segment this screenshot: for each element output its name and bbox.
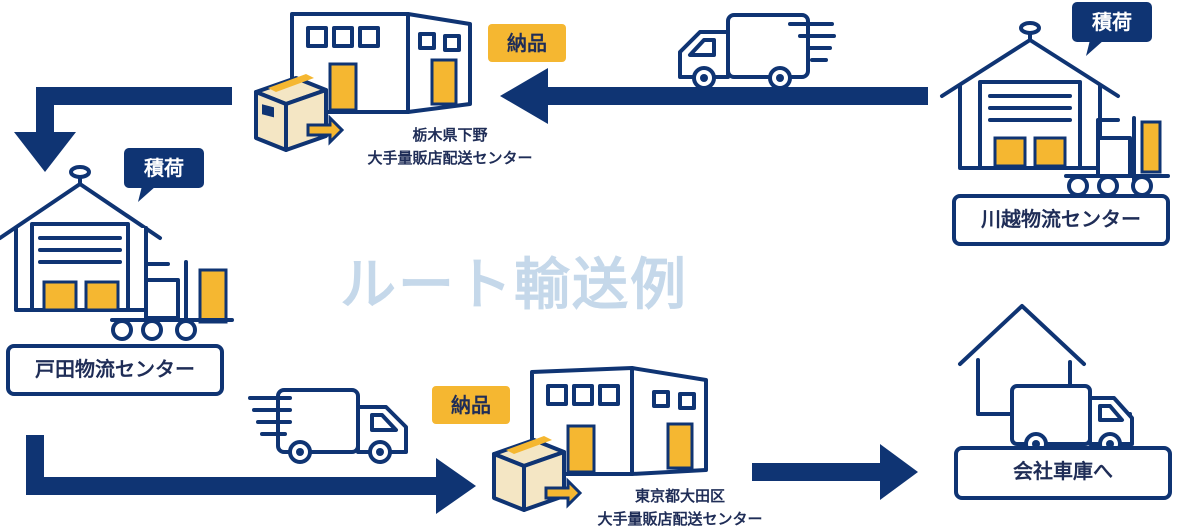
garage-label-box	[954, 446, 1172, 500]
loading-badge-toda: 積荷	[144, 156, 184, 180]
package-icon-top	[254, 74, 345, 152]
delivery-center-building-bottom	[530, 366, 708, 476]
ota-location-line2: 大手量販店配送センター	[597, 510, 763, 528]
toda-label-box	[6, 344, 224, 396]
arrow-ota-to-garage	[752, 444, 918, 500]
toda-center-label: 戸田物流センター	[35, 357, 195, 381]
kawagoe-label-box	[952, 194, 1170, 246]
delivery-center-building-top	[290, 12, 472, 114]
warehouse-icon-kawagoe	[940, 21, 1120, 170]
loading-bubble-kawagoe	[1072, 2, 1152, 56]
arrow-kawagoe-to-shimotsuke	[500, 68, 928, 124]
diagram-title: ルート輸送例	[340, 253, 688, 318]
delivery-badge-shimotsuke: 納品	[488, 24, 566, 62]
loading-bubble-toda	[124, 148, 204, 202]
arrow-toda-to-ota	[26, 435, 476, 514]
package-icon-bottom	[492, 436, 583, 512]
truck-icon-bottom	[248, 388, 408, 464]
forklift-icon-toda	[110, 260, 234, 341]
shimotsuke-location-line1: 栃木県下野	[412, 126, 488, 144]
arrow-shimotsuke-to-toda	[14, 87, 232, 172]
warehouse-icon-toda	[0, 165, 162, 312]
shimotsuke-location-line2: 大手量販店配送センター	[367, 149, 533, 167]
kawagoe-center-label: 川越物流センター	[981, 207, 1141, 231]
loading-badge-kawagoe: 積荷	[1092, 10, 1132, 34]
garage-label: 会社車庫へ	[1013, 459, 1113, 483]
ota-location-line1: 東京都大田区	[634, 487, 725, 505]
delivery-badge-ota: 納品	[432, 386, 510, 424]
truck-icon-top	[678, 13, 836, 90]
garage-truck-icon	[1010, 384, 1134, 456]
